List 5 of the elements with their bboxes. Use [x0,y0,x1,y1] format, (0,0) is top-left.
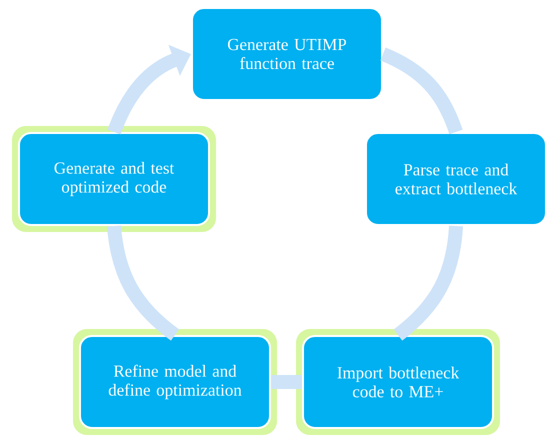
process-box: Generate UTIMP function trace [191,7,383,101]
process-box: Generate and test optimized code [12,126,216,232]
process-box: Refine model and define optimization [73,328,277,435]
process-box: Import bottleneck code to ME+ [296,328,500,435]
process-box: Parse trace and extract bottleneck [365,132,546,226]
